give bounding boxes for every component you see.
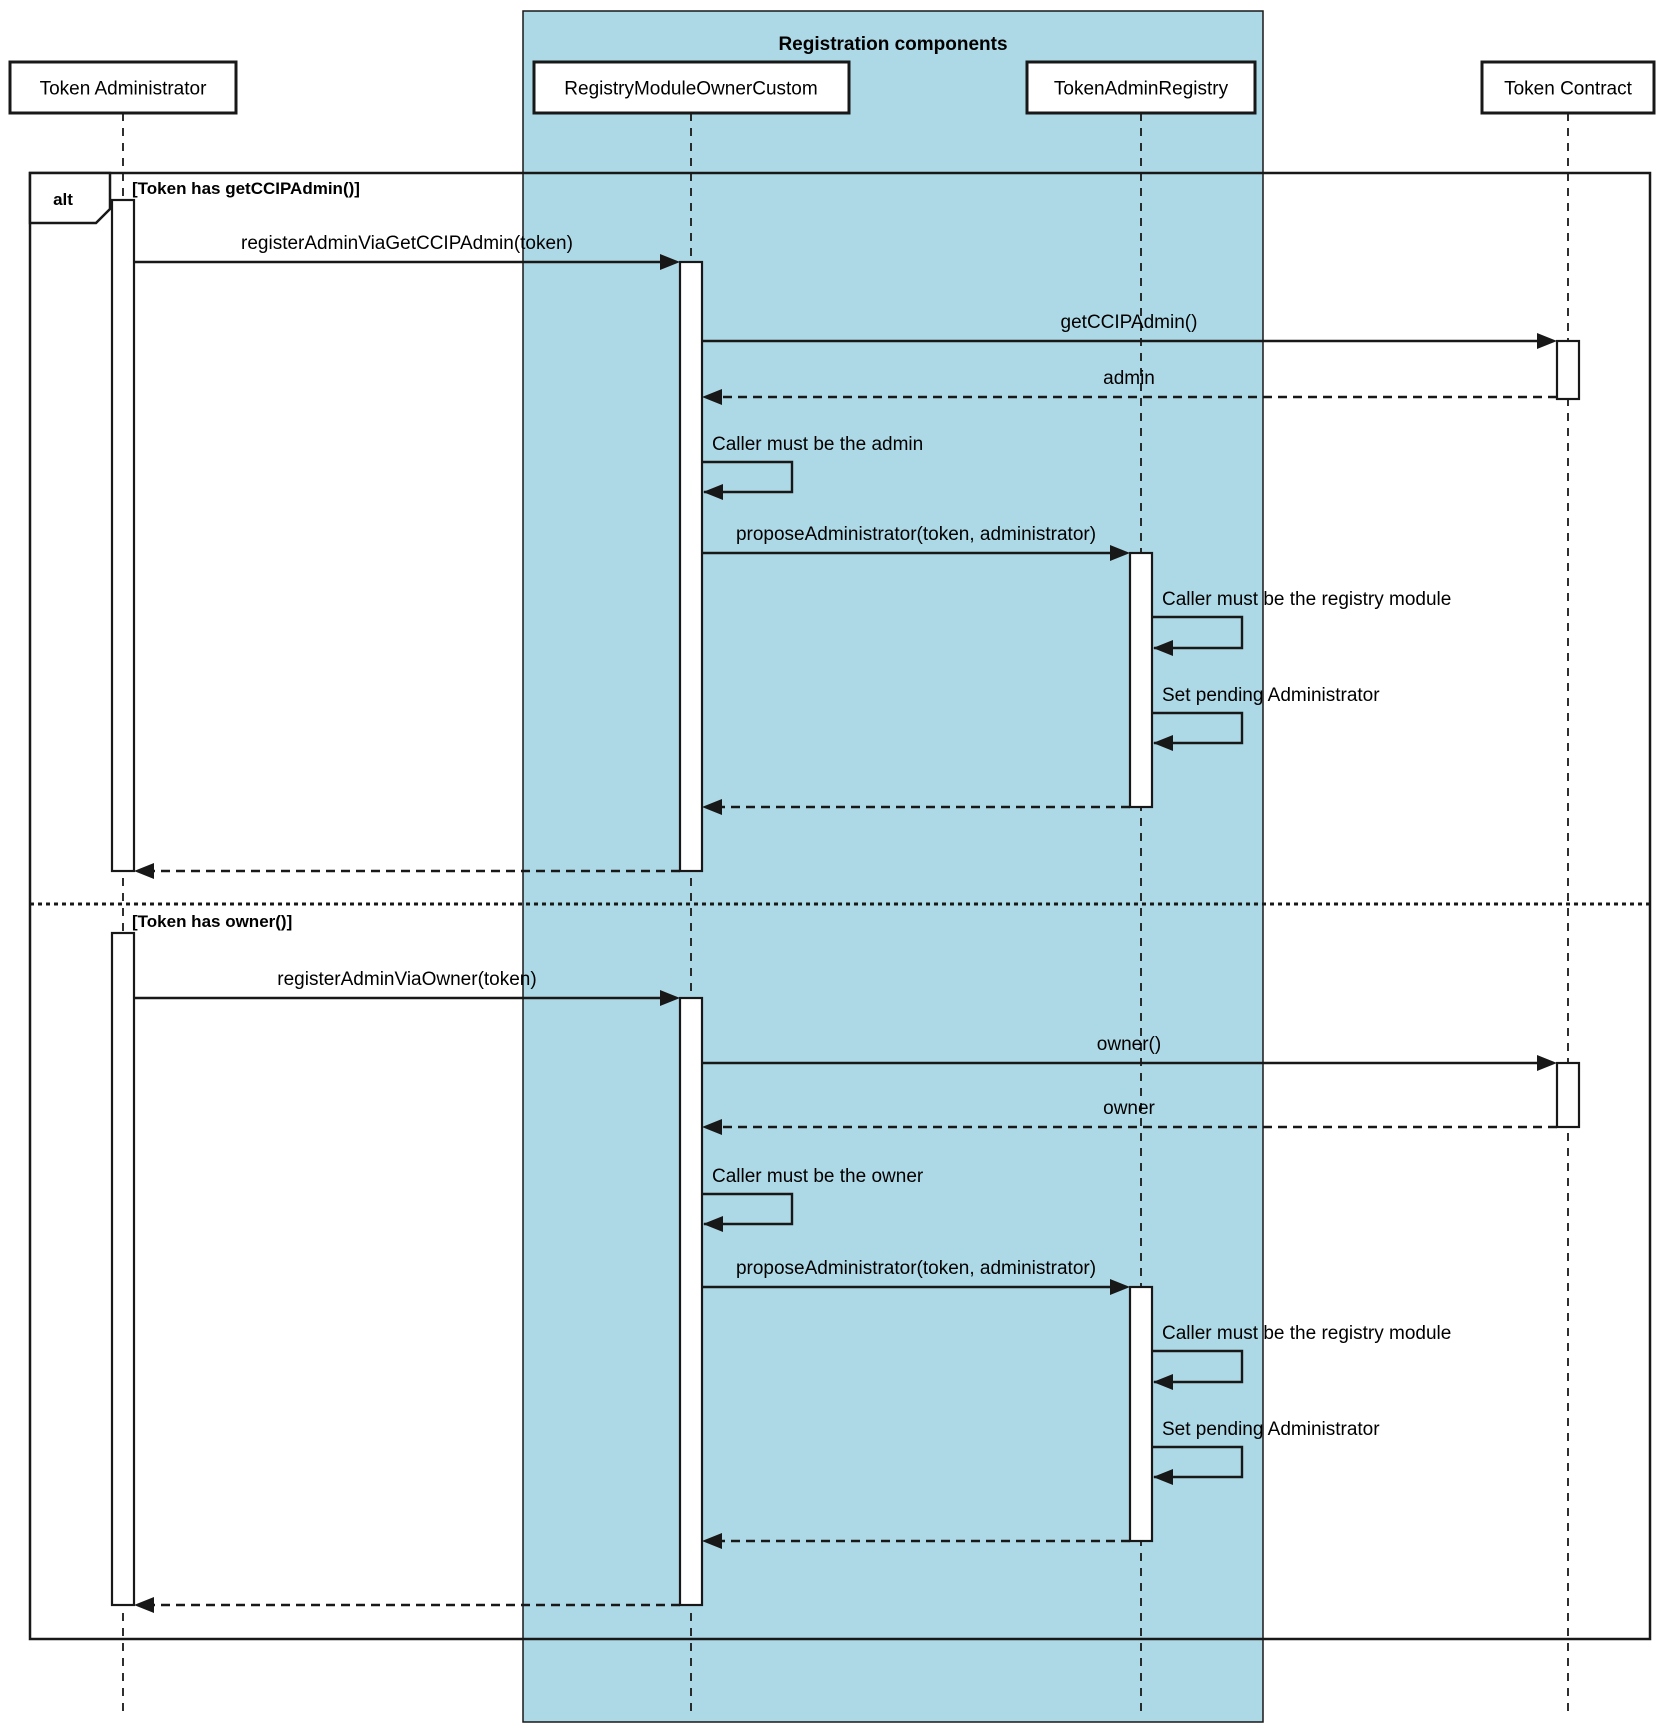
message-caller-must-be-owner-self-arrowhead [703,1216,723,1232]
activation-token-contract [1555,1061,1581,1129]
message-caller-must-be-admin-self-line [702,460,794,494]
message-caller-must-be-registry-module-2-self-arrowhead [1153,1374,1173,1390]
message-get-ccip-admin-call-label: getCCIPAdmin() [1061,312,1198,333]
message-caller-must-be-owner-self-line [702,1192,794,1226]
message-register-admin-via-owner-label: registerAdminViaOwner(token) [277,969,536,990]
alt-frame-tag-label: alt [53,190,73,209]
message-module-return-2-arrowhead [134,1597,154,1613]
message-registry-return-2 [702,1533,1130,1549]
message-caller-must-be-registry-module-1-self: Caller must be the registry module [1152,589,1451,656]
message-propose-administrator-1-label: proposeAdministrator(token, administrato… [736,524,1096,545]
participant-box-token-admin-registry [1025,60,1257,115]
message-caller-must-be-admin-self-label: Caller must be the admin [712,434,923,455]
participant-box-token-contract [1480,60,1656,115]
participant-label-token-admin-registry: TokenAdminRegistry [1054,79,1229,100]
message-register-admin-via-owner-arrowhead [660,990,680,1006]
message-module-return-2 [134,1597,680,1613]
message-caller-must-be-registry-module-2-self-label: Caller must be the registry module [1162,1323,1451,1344]
message-register-admin-via-get-ccip-admin-label: registerAdminViaGetCCIPAdmin(token) [241,233,573,254]
message-caller-must-be-registry-module-1-self-label: Caller must be the registry module [1162,589,1451,610]
message-set-pending-administrator-2-self-arrowhead [1153,1469,1173,1485]
message-module-return-1 [134,863,680,879]
message-admin-return-label: admin [1103,368,1155,389]
container-title: Registration components [778,34,1007,55]
message-propose-administrator-2-label: proposeAdministrator(token, administrato… [736,1258,1096,1279]
activation-token-administrator [110,931,136,1607]
message-caller-must-be-admin-self-arrowhead [703,484,723,500]
participant-box-token-administrator [8,60,238,115]
message-register-admin-via-owner: registerAdminViaOwner(token) [134,969,680,1006]
message-owner-return-label: owner [1103,1098,1155,1119]
message-get-ccip-admin-call: getCCIPAdmin() [702,312,1557,349]
message-registry-return-1-arrowhead [702,799,722,815]
message-get-ccip-admin-call-arrowhead [1537,333,1557,349]
alt-frame-tag-box [28,171,112,225]
message-set-pending-administrator-1-self-line [1152,711,1244,745]
message-set-pending-administrator-2-self-line [1152,1445,1244,1479]
message-admin-return: admin [702,368,1557,405]
message-set-pending-administrator-2-self-label: Set pending Administrator [1162,1419,1380,1440]
message-propose-administrator-1: proposeAdministrator(token, administrato… [702,524,1130,561]
message-registry-return-2-arrowhead [702,1533,722,1549]
message-propose-administrator-2: proposeAdministrator(token, administrato… [702,1258,1130,1295]
message-module-return-1-arrowhead [134,863,154,879]
participant-box-registry-module-owner-custom [532,60,851,115]
activation-token-admin-registry [1128,1285,1154,1543]
message-propose-administrator-2-arrowhead [1110,1279,1130,1295]
message-owner-return: owner [702,1098,1557,1135]
message-propose-administrator-1-arrowhead [1110,545,1130,561]
message-set-pending-administrator-2-self: Set pending Administrator [1152,1419,1380,1485]
participant-label-registry-module-owner-custom: RegistryModuleOwnerCustom [564,79,817,100]
alt-condition-1: [Token has getCCIPAdmin()] [132,179,360,198]
alt-frame [28,171,1652,1641]
participant-label-token-administrator: Token Administrator [40,79,208,100]
message-register-admin-via-get-ccip-admin: registerAdminViaGetCCIPAdmin(token) [134,233,680,270]
message-caller-must-be-registry-module-1-self-line [1152,615,1244,650]
alt-condition-2: [Token has owner()] [132,912,292,931]
message-caller-must-be-registry-module-1-self-arrowhead [1153,640,1173,656]
activation-registry-module-owner-custom [678,260,704,873]
message-admin-return-arrowhead [702,389,722,405]
message-owner-call-arrowhead [1537,1055,1557,1071]
message-owner-return-arrowhead [702,1119,722,1135]
activation-token-contract [1555,339,1581,401]
participant-label-token-contract: Token Contract [1504,79,1633,100]
message-owner-call-label: owner() [1097,1034,1161,1055]
message-registry-return-1 [702,799,1130,815]
message-owner-call: owner() [702,1034,1557,1071]
message-caller-must-be-owner-self: Caller must be the owner [702,1166,924,1232]
activation-registry-module-owner-custom [678,996,704,1607]
message-caller-must-be-admin-self: Caller must be the admin [702,434,923,500]
activation-token-admin-registry [1128,551,1154,809]
message-caller-must-be-registry-module-2-self-line [1152,1349,1244,1384]
message-caller-must-be-registry-module-2-self: Caller must be the registry module [1152,1323,1451,1390]
message-set-pending-administrator-1-self-label: Set pending Administrator [1162,685,1380,706]
activation-token-administrator [110,198,136,873]
message-set-pending-administrator-1-self-arrowhead [1153,735,1173,751]
message-set-pending-administrator-1-self: Set pending Administrator [1152,685,1380,751]
message-register-admin-via-get-ccip-admin-arrowhead [660,254,680,270]
message-caller-must-be-owner-self-label: Caller must be the owner [712,1166,924,1187]
